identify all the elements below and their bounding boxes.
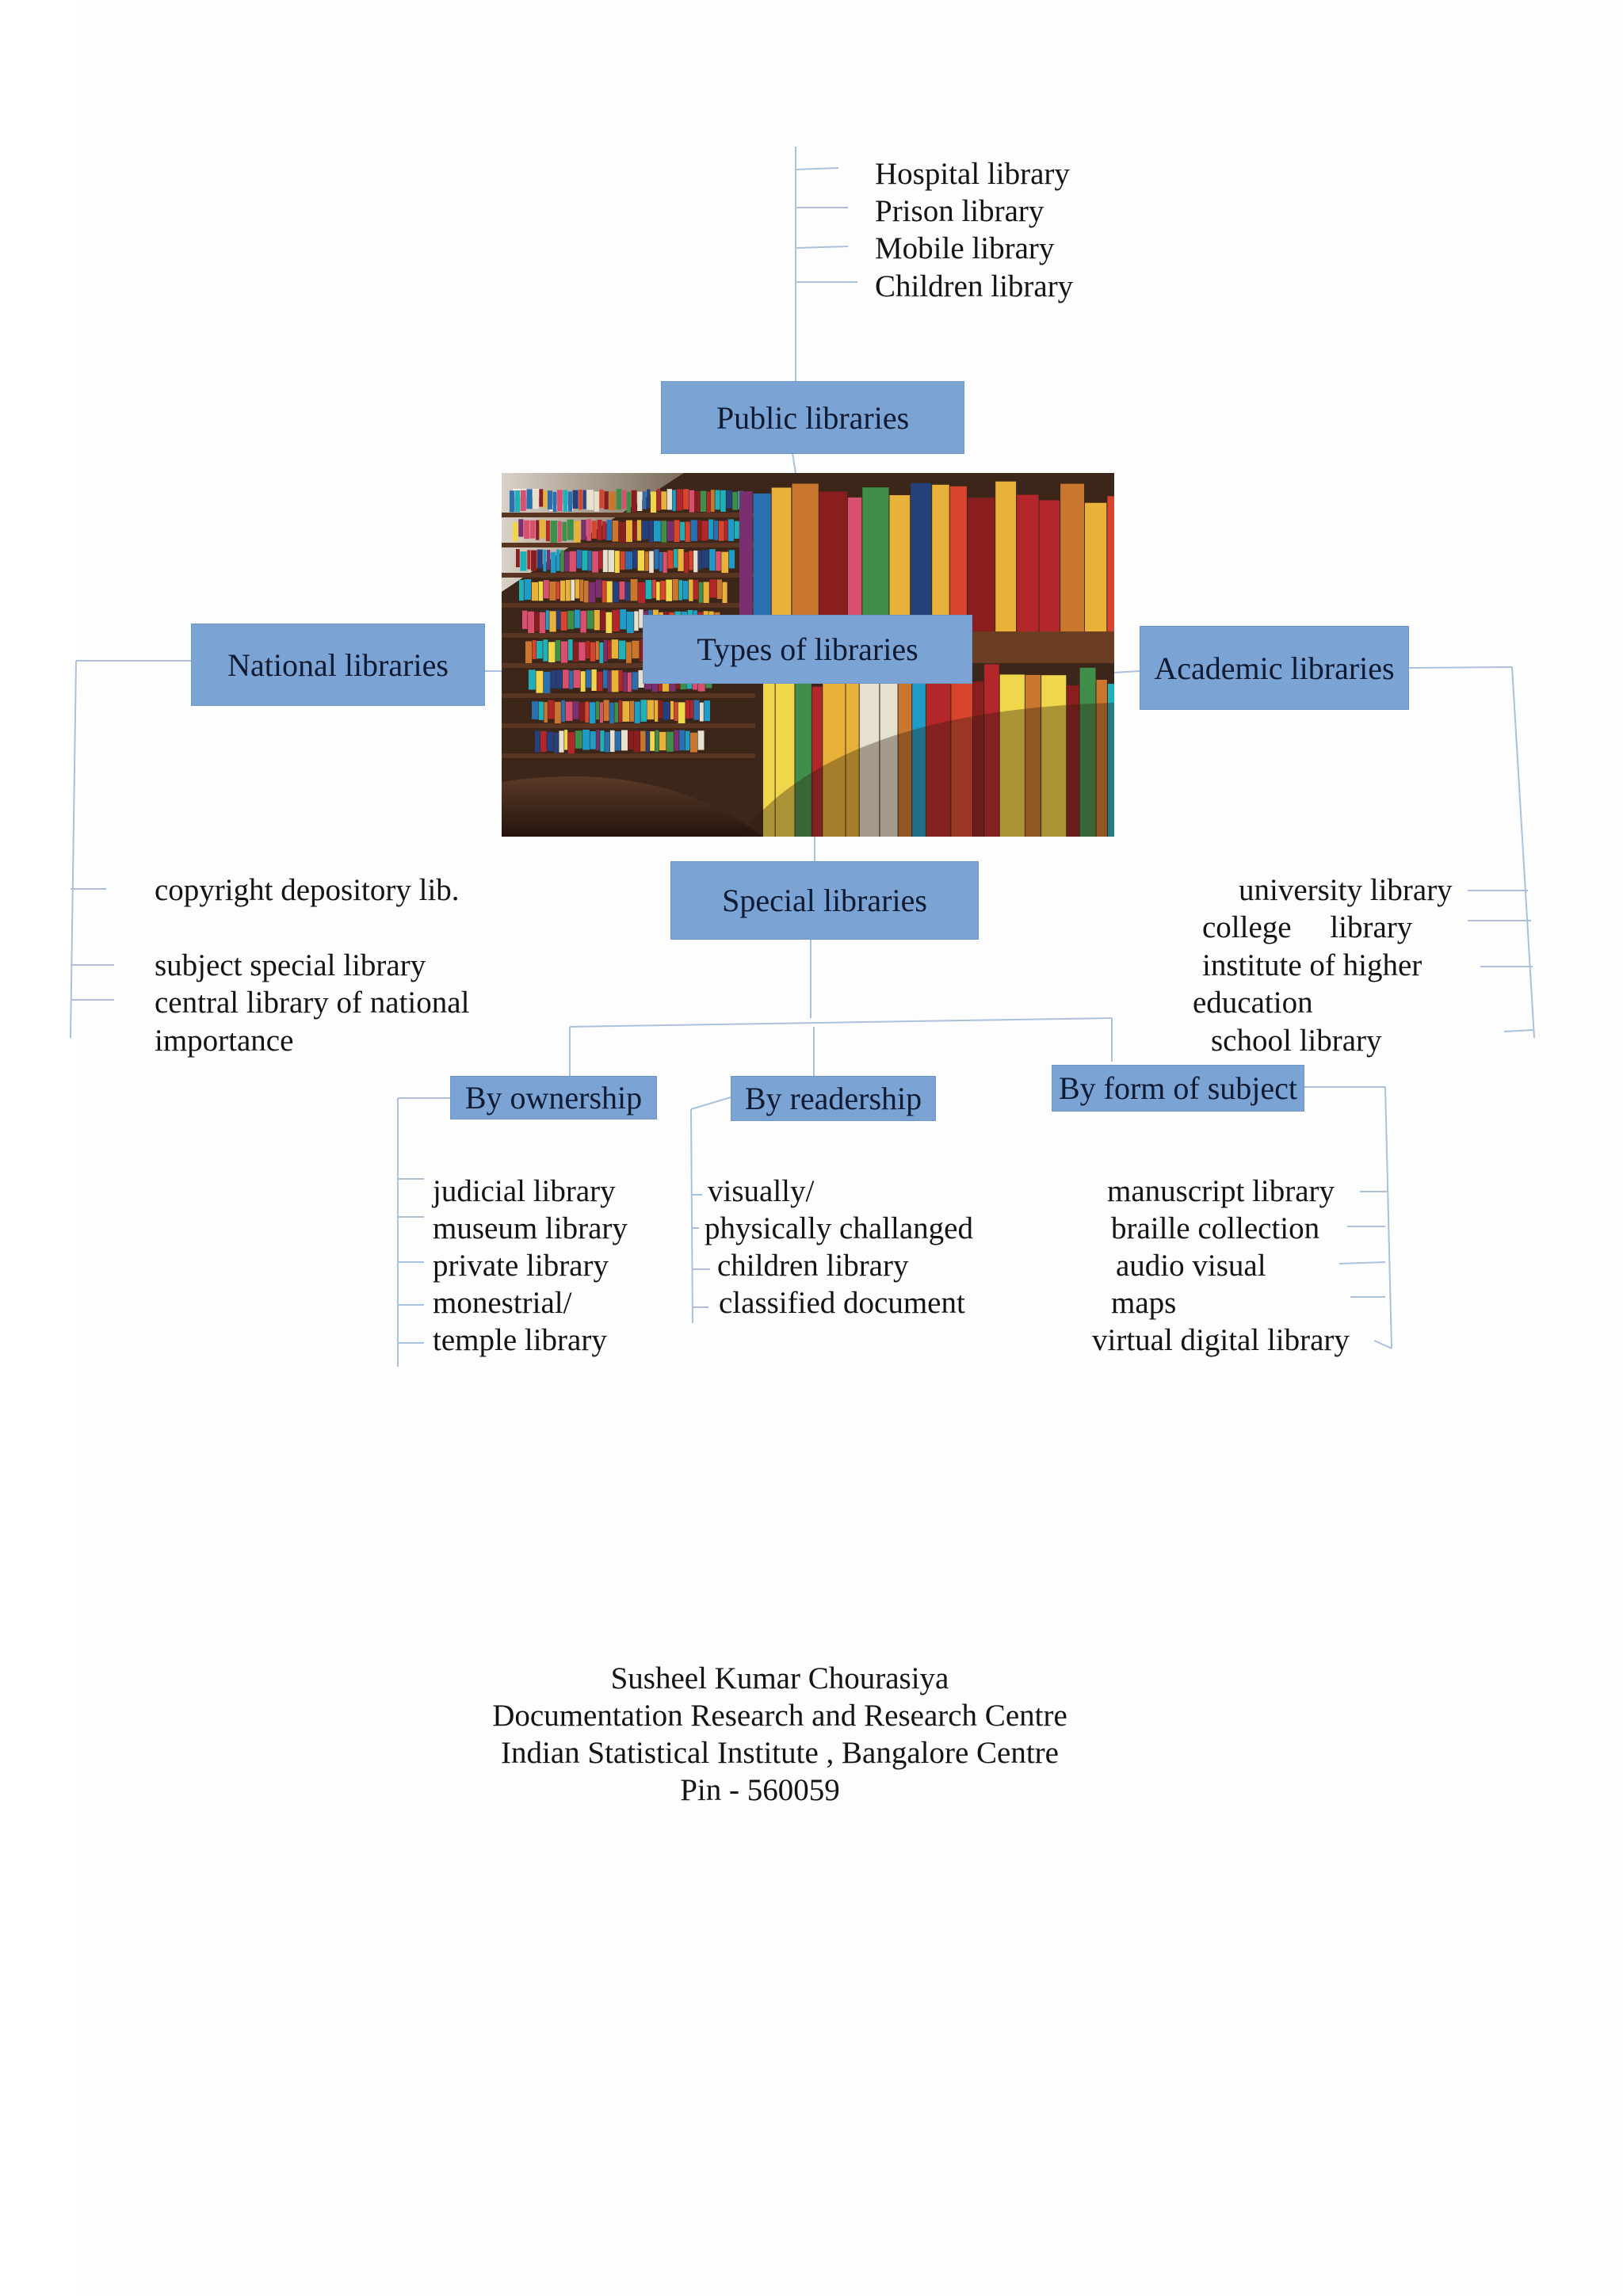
public-libraries-label: Public libraries bbox=[716, 399, 910, 436]
academic-item: university library bbox=[1239, 873, 1453, 907]
author-department: Documentation Research and Research Cent… bbox=[492, 1699, 1067, 1733]
author-institute: Indian Statistical Institute , Bangalore… bbox=[501, 1736, 1059, 1770]
subject-item: manuscript library bbox=[1107, 1174, 1335, 1208]
public-item: Children library bbox=[875, 269, 1074, 303]
ownership-item: museum library bbox=[433, 1211, 628, 1245]
author-name: Susheel Kumar Chourasiya bbox=[610, 1661, 949, 1695]
national-libraries-box: National libraries bbox=[191, 624, 485, 706]
public-item: Mobile library bbox=[875, 231, 1055, 265]
by-form-of-subject-label: By form of subject bbox=[1058, 1070, 1298, 1106]
types-of-libraries-label: Types of libraries bbox=[697, 631, 918, 667]
readership-item: classified document bbox=[719, 1286, 965, 1320]
ownership-item: judicial library bbox=[433, 1174, 616, 1208]
public-item: Prison library bbox=[875, 194, 1044, 228]
ownership-item: temple library bbox=[433, 1323, 607, 1357]
national-item: copyright depository lib. bbox=[155, 873, 460, 907]
author-block: Susheel Kumar Chourasiya Documentation R… bbox=[455, 1660, 1105, 1809]
subject-item: braille collection bbox=[1111, 1211, 1320, 1245]
readership-item: physically challanged bbox=[705, 1211, 973, 1245]
special-libraries-label: Special libraries bbox=[722, 883, 927, 918]
national-item: central library of national bbox=[155, 986, 470, 1020]
library-bookshelves-image bbox=[502, 473, 1114, 837]
national-libraries-label: National libraries bbox=[227, 646, 449, 683]
by-readership-box: By readership bbox=[731, 1076, 936, 1121]
national-item: subject special library bbox=[155, 948, 426, 982]
academic-libraries-box: Academic libraries bbox=[1140, 626, 1409, 710]
academic-item: college library bbox=[1202, 910, 1413, 944]
special-libraries-box: Special libraries bbox=[670, 861, 979, 940]
academic-item: education bbox=[1193, 986, 1313, 1020]
public-item: Hospital library bbox=[875, 157, 1070, 191]
subject-item: maps bbox=[1111, 1286, 1177, 1320]
subject-item: audio visual bbox=[1116, 1249, 1266, 1283]
types-of-libraries-box: Types of libraries bbox=[643, 615, 972, 684]
academic-item: school library bbox=[1211, 1024, 1382, 1058]
national-item: importance bbox=[155, 1024, 294, 1058]
by-ownership-label: By ownership bbox=[464, 1080, 643, 1116]
by-form-of-subject-box: By form of subject bbox=[1052, 1065, 1304, 1112]
by-readership-label: By readership bbox=[744, 1081, 922, 1116]
author-pin: Pin - 560059 bbox=[680, 1773, 840, 1807]
readership-item: children library bbox=[717, 1249, 909, 1283]
public-libraries-box: Public libraries bbox=[661, 381, 964, 454]
ownership-item: private library bbox=[433, 1249, 609, 1283]
academic-libraries-label: Academic libraries bbox=[1154, 650, 1395, 686]
readership-item: visually/ bbox=[708, 1174, 815, 1208]
ownership-item: monestrial/ bbox=[433, 1286, 572, 1320]
academic-item: institute of higher bbox=[1202, 948, 1423, 982]
subject-item: virtual digital library bbox=[1092, 1323, 1350, 1357]
by-ownership-box: By ownership bbox=[450, 1076, 657, 1119]
